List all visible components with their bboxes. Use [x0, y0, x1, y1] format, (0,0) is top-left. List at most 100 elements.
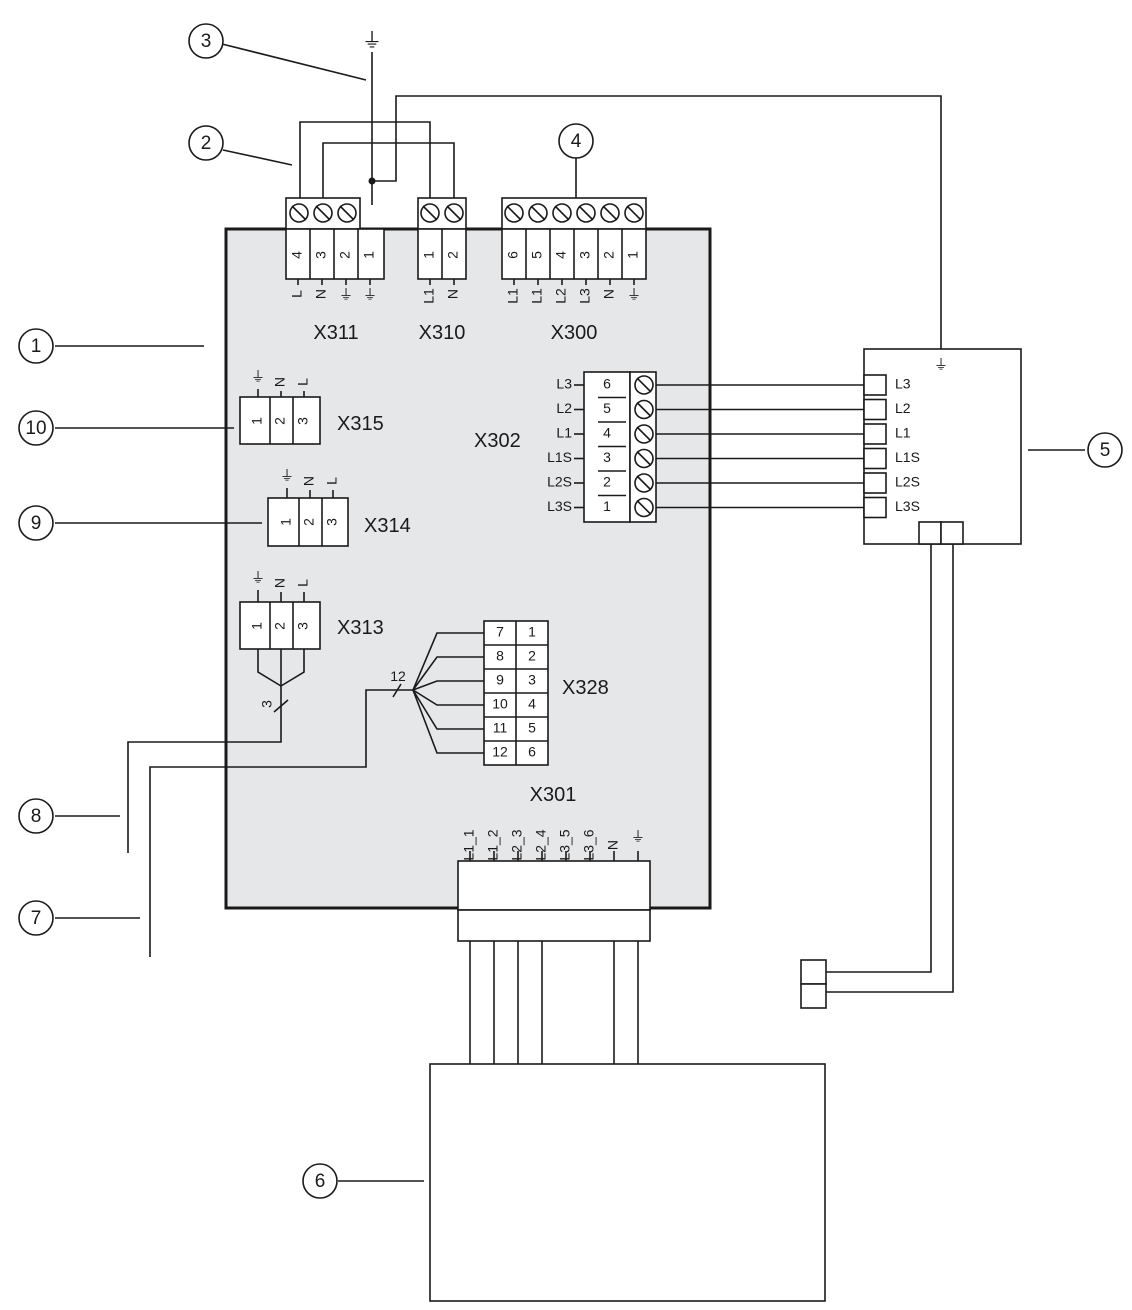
- x300-signal: L1: [505, 288, 521, 304]
- x313-signal: N: [272, 578, 288, 588]
- callout-bubble: [1087, 432, 1123, 468]
- earth-icon: ⏚: [362, 30, 382, 52]
- x302-pin: 6: [603, 376, 611, 392]
- x301-signal: L2_4: [533, 829, 549, 860]
- x328-pin: 8: [496, 648, 504, 664]
- x328-fan-wire: [412, 689, 484, 706]
- x301-label: X301: [530, 784, 577, 806]
- callout-number: 1: [31, 336, 42, 357]
- connector-x301: X301 L1_11L1_22L2_33L2_44L3_55L3_66N7⏚8: [457, 784, 651, 1064]
- x328-fan-wire: [412, 689, 484, 730]
- callout-number: 4: [571, 131, 582, 152]
- terminal-screw-slot: [636, 377, 652, 393]
- terminal-screw-slot: [530, 205, 546, 221]
- x302-signal: L2: [556, 400, 572, 416]
- x313-signal: L: [295, 579, 311, 587]
- module-6: [429, 959, 827, 1302]
- terminal-screw-slot: [578, 205, 594, 221]
- module5-terminal-label: L3S: [895, 498, 920, 514]
- terminal-screw-slot: [636, 426, 652, 442]
- earth-icon: ⏚: [363, 287, 377, 303]
- callout-bubble: [558, 123, 594, 159]
- x315-pin: 2: [272, 417, 288, 425]
- x328-fan-wire: [412, 656, 484, 691]
- x302-pin: 5: [603, 400, 611, 416]
- module5-terminal: [863, 423, 887, 445]
- x328-pin: 12: [492, 744, 508, 760]
- callout-number: 5: [1100, 440, 1111, 461]
- x310-signal: N: [445, 289, 461, 299]
- terminal-screw-slot: [636, 499, 652, 516]
- x310-pin: 1: [421, 251, 437, 259]
- connector-x310: 1 2 L1 N X310: [417, 197, 467, 344]
- x302-pin: 4: [603, 425, 611, 441]
- earth-icon: ⏚: [627, 287, 641, 303]
- x328-pin: 5: [528, 720, 536, 736]
- top-wiring: [299, 52, 942, 352]
- x313-label: X313: [337, 617, 384, 639]
- x311-pin: 1: [361, 251, 377, 259]
- terminal-screw-slot: [636, 475, 652, 491]
- connector-x311: 4 3 2 1 L N ⏚ ⏚ X311: [285, 197, 385, 344]
- x328-pin: 6: [528, 744, 536, 760]
- x311-label: X311: [313, 322, 358, 344]
- x328-wire-count: 12: [390, 668, 406, 684]
- x300-signal: L1: [529, 288, 545, 304]
- callout-number: 10: [25, 418, 46, 439]
- module5-terminal-label: L2: [895, 400, 911, 416]
- terminal-screw-slot: [626, 205, 642, 221]
- earth-icon: ⏚: [339, 287, 353, 303]
- module5-terminal: [863, 472, 887, 494]
- x328-fan-wire: [412, 680, 484, 691]
- x328-pin: 4: [528, 696, 536, 712]
- module5-terminal: [863, 447, 887, 470]
- module5-terminal-label: L3: [895, 376, 911, 392]
- x300-label: X300: [551, 322, 598, 344]
- callout-number: 7: [31, 908, 42, 929]
- x328-pin: 11: [493, 720, 508, 736]
- callout-bubble: [18, 410, 54, 446]
- x301-signal: L1_2: [485, 829, 501, 860]
- x302-label: X302: [474, 430, 521, 452]
- callout-number: 6: [315, 1171, 326, 1192]
- x328-pin: 9: [496, 672, 504, 688]
- controller-board: [224, 227, 712, 910]
- x300-pin: 4: [553, 251, 569, 259]
- terminal-screw-slot: [554, 205, 570, 221]
- x328-pin: 3: [528, 672, 536, 688]
- callout-bubble: [18, 328, 54, 364]
- x300-pin: 6: [505, 251, 521, 259]
- earth-icon: ⏚: [280, 468, 294, 484]
- x315-label: X315: [337, 413, 384, 435]
- x314-signal: N: [301, 476, 317, 486]
- x300-pin: 5: [529, 251, 545, 259]
- earth-icon: ⏚: [934, 357, 948, 373]
- x302-signal: L3: [556, 376, 572, 392]
- x328-fan-wire: [412, 632, 484, 691]
- x302-pin: 3: [603, 449, 611, 465]
- x314-label: X314: [364, 515, 411, 537]
- earth-icon: ⏚: [631, 829, 645, 845]
- terminal-screw-slot: [506, 205, 522, 221]
- x311-pin: 4: [289, 251, 305, 259]
- x314-pin: 2: [301, 518, 317, 526]
- callout-number: 9: [31, 513, 42, 534]
- callout-bubble: [18, 900, 54, 936]
- callout-number: 3: [201, 31, 212, 52]
- x315-signal: N: [272, 377, 288, 387]
- terminal-screw-slot: [636, 450, 652, 467]
- callout-bubble: [18, 798, 54, 834]
- x311-pin: 3: [313, 251, 329, 259]
- x310-pin: 2: [445, 251, 461, 259]
- x301-signal: L1_1: [461, 829, 477, 860]
- x302-pin: 1: [603, 498, 611, 514]
- x310-signal: L1: [421, 288, 437, 304]
- x328-pin: 1: [528, 624, 536, 640]
- module5-terminal-label: L2S: [895, 474, 920, 490]
- terminal-screw-slot: [636, 401, 652, 418]
